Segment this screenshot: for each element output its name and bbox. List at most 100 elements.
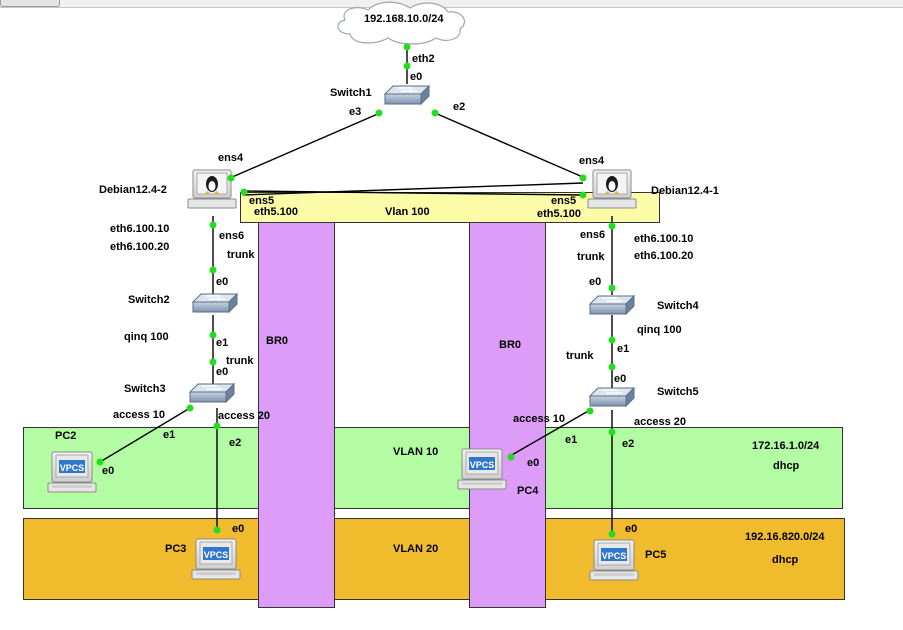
port-dot xyxy=(608,363,616,371)
pc4-icon[interactable]: VPCS xyxy=(457,448,507,490)
br0-right-zone[interactable] xyxy=(469,210,546,608)
link-switch5-pc4[interactable] xyxy=(509,409,591,457)
port-dot xyxy=(209,266,217,274)
debian2-sub20-label: eth6.100.20 xyxy=(110,241,170,253)
switch3-name: Switch3 xyxy=(124,383,166,395)
debian1-trunk-label: trunk xyxy=(577,251,605,263)
port-dot xyxy=(431,109,439,117)
link-switch1-debian1[interactable] xyxy=(434,112,586,179)
vlan20-zone[interactable] xyxy=(23,518,845,600)
switch3-access20-label: access 20 xyxy=(218,410,270,422)
port-dot xyxy=(608,284,616,292)
switch2-icon[interactable] xyxy=(192,293,238,313)
port-dot xyxy=(209,221,217,229)
switch5-e0-label: e0 xyxy=(614,373,627,385)
link-switch3-pc2[interactable] xyxy=(99,407,191,463)
port-dot xyxy=(403,43,411,51)
debian1-name: Debian12.4-1 xyxy=(651,185,719,197)
switch5-name: Switch5 xyxy=(657,386,699,398)
switch3-e1-label: e1 xyxy=(163,429,176,441)
pc3-icon[interactable]: VPCS xyxy=(191,538,241,580)
link-group xyxy=(99,32,613,534)
br0-right-label: BR0 xyxy=(499,339,522,351)
switch1-icon[interactable] xyxy=(384,85,430,105)
vlan10-mode-label: dhcp xyxy=(773,460,800,472)
switch5-icon[interactable] xyxy=(589,387,635,407)
switch3-access10-label: access 10 xyxy=(113,409,165,421)
switch5-e1-label: e1 xyxy=(565,434,578,446)
vlan10-label: VLAN 10 xyxy=(393,446,439,458)
port-dot xyxy=(608,428,616,436)
port-dot xyxy=(375,109,383,117)
vlan10-zone[interactable] xyxy=(23,427,843,509)
cloud-subnet-label: 192.168.10.0/24 xyxy=(364,13,444,25)
switch5-access20-label: access 20 xyxy=(634,416,686,428)
pc3-name: PC3 xyxy=(165,543,187,555)
port-dot xyxy=(586,407,594,415)
window-toolbar xyxy=(0,0,903,8)
debian2-name: Debian12.4-2 xyxy=(99,184,167,196)
switch3-icon[interactable] xyxy=(189,383,235,403)
debian2-sub10-label: eth6.100.10 xyxy=(110,223,170,235)
port-dot xyxy=(507,453,515,461)
switch2-e1-label: e1 xyxy=(216,337,229,349)
pc2-icon[interactable]: VPCS xyxy=(47,451,97,493)
vlan100-label: Vlan 100 xyxy=(385,206,430,218)
pc4-e0-label: e0 xyxy=(527,457,540,469)
debian2-eth5-label: eth5.100 xyxy=(254,206,299,218)
port-dot xyxy=(96,458,104,466)
debian2-ens6-label: ens6 xyxy=(219,230,245,242)
pc4-name: PC4 xyxy=(517,485,539,497)
vlan20-subnet-label: 192.16.820.0/24 xyxy=(745,531,825,543)
link-switch1-debian2[interactable] xyxy=(229,112,381,179)
switch1-e3-label: e3 xyxy=(349,106,362,118)
vlan20-mode-label: dhcp xyxy=(772,554,799,566)
debian1-sub20-label: eth6.100.20 xyxy=(634,250,694,262)
link-vlan100-b[interactable] xyxy=(242,182,584,196)
port-dot xyxy=(186,404,194,412)
pc5-icon[interactable]: VPCS xyxy=(589,539,639,581)
debian2-ens4-label: ens4 xyxy=(218,152,244,164)
port-dot xyxy=(608,530,616,538)
port-dot xyxy=(213,526,221,534)
switch1-e0-label: e0 xyxy=(410,71,423,83)
debian2-trunk-label: trunk xyxy=(227,249,255,261)
port-dot xyxy=(209,358,217,366)
pc3-e0-label: e0 xyxy=(232,523,245,535)
debian1-ens5-label: ens5 xyxy=(551,195,577,207)
switch1-name: Switch1 xyxy=(330,87,372,99)
switch4-qinq-label: qinq 100 xyxy=(637,324,682,336)
port-dot xyxy=(579,174,587,182)
switch4-e0-label: e0 xyxy=(589,276,602,288)
port-dot xyxy=(227,174,235,182)
debian2-host-icon[interactable] xyxy=(187,169,237,209)
switch2-e0-label: e0 xyxy=(216,276,229,288)
switch5-trunk-label: trunk xyxy=(566,350,594,362)
port-dot xyxy=(213,422,221,430)
port-dot xyxy=(209,331,217,339)
toolbar-tab[interactable] xyxy=(0,0,60,7)
pc2-name: PC2 xyxy=(55,430,77,442)
debian1-ens6-label: ens6 xyxy=(580,229,606,241)
pc5-e0-label: e0 xyxy=(625,523,638,535)
pc5-name: PC5 xyxy=(645,549,667,561)
vlan20-label: VLAN 20 xyxy=(393,543,439,555)
switch4-name: Switch4 xyxy=(657,300,699,312)
br0-left-label: BR0 xyxy=(266,335,289,347)
debian1-ens4-label: ens4 xyxy=(579,155,605,167)
switch5-access10-label: access 10 xyxy=(513,413,565,425)
port-dot xyxy=(403,62,411,70)
switch1-e2-label: e2 xyxy=(453,101,466,113)
cloud-icon[interactable] xyxy=(337,1,465,45)
pc2-vpcs-badge: VPCS xyxy=(60,463,85,473)
pc2-e0-label: e0 xyxy=(102,465,115,477)
br0-left-zone[interactable] xyxy=(258,210,335,608)
switch4-icon[interactable] xyxy=(589,295,635,315)
link-vlan100-a[interactable] xyxy=(242,190,584,196)
port-dot xyxy=(608,336,616,344)
debian2-ens5-label: ens5 xyxy=(249,195,275,207)
debian1-host-icon[interactable] xyxy=(587,169,637,209)
switch3-trunk-label: trunk xyxy=(226,355,254,367)
switch1-eth2-label: eth2 xyxy=(412,53,435,65)
pc4-vpcs-badge: VPCS xyxy=(470,460,495,470)
